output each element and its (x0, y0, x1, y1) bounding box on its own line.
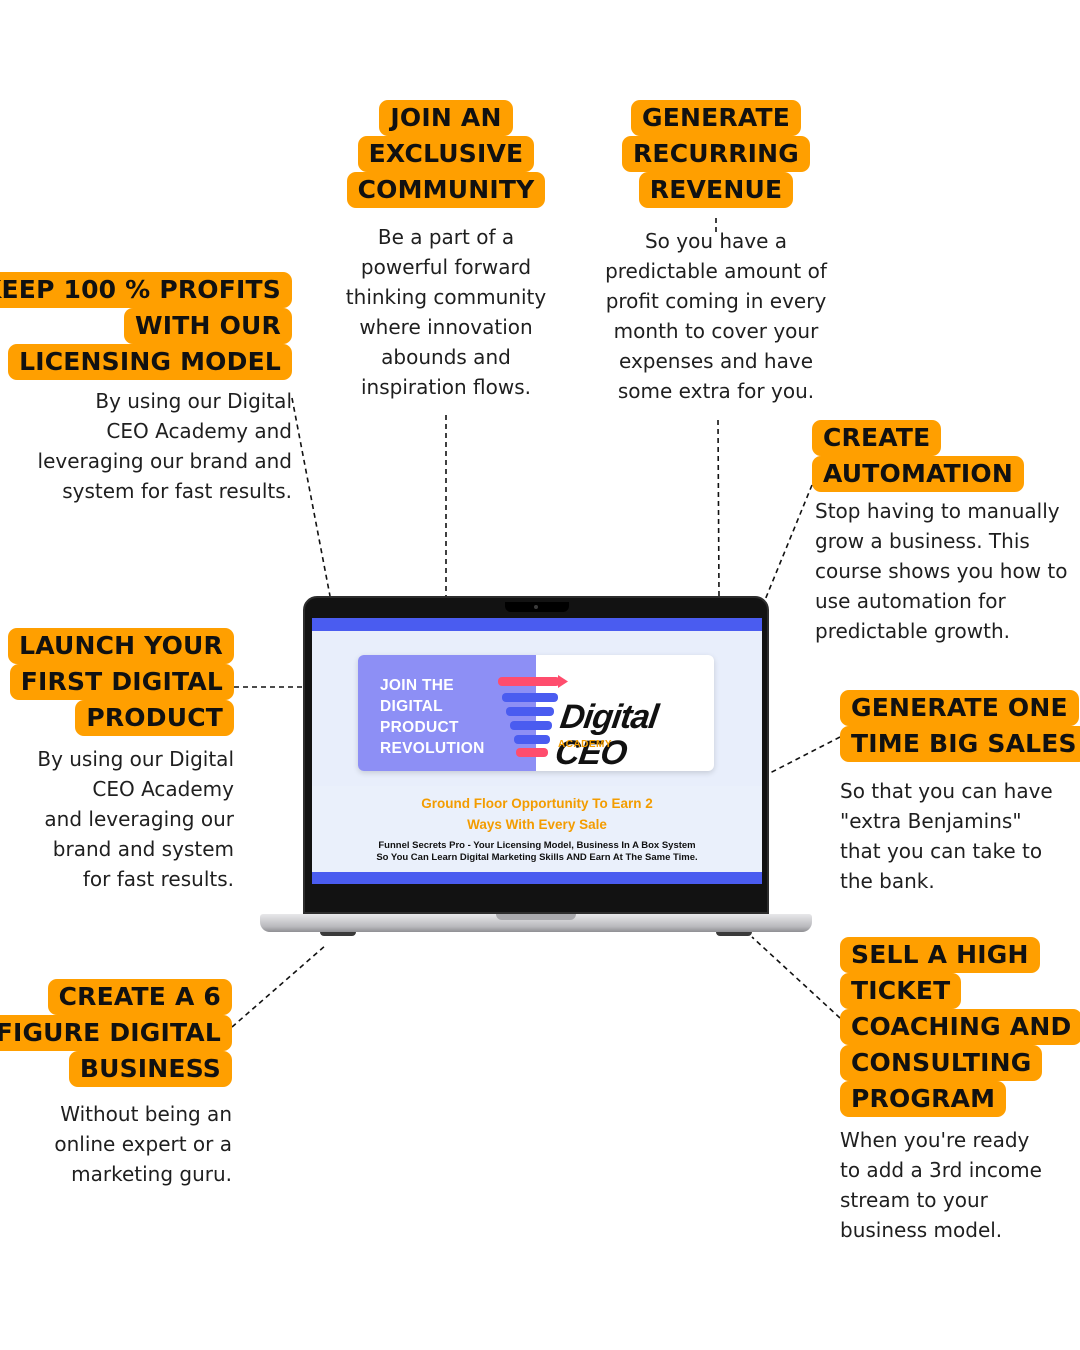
screen-top-bar (312, 618, 762, 631)
camera-notch (505, 602, 569, 612)
laptop-foot-left (320, 932, 356, 936)
brand-logo: Digital CEO (552, 698, 661, 771)
funnel-icon (498, 675, 568, 757)
connector-profits (291, 397, 331, 597)
connector-automation (764, 484, 813, 601)
callout-title: CREATE A 6 FIGURE DIGITAL BUSINESS (0, 979, 232, 1087)
callout-title: SELL A HIGH TICKET COACHING AND CONSULTI… (840, 937, 1080, 1117)
laptop-screen: JOIN THE DIGITAL PRODUCT REVOLUTION Digi… (312, 618, 762, 884)
callout-join-community: JOIN AN EXCLUSIVE COMMUNITY Be a part of… (330, 100, 562, 402)
connector-coaching (751, 936, 841, 1019)
callout-title: CREATE AUTOMATION (812, 420, 1074, 492)
callout-description: When you're ready to add a 3rd income st… (840, 1128, 1042, 1242)
callout-recurring-revenue: GENERATE RECURRING REVENUE So you have a… (596, 100, 836, 406)
screen-bottom-bar (312, 872, 762, 884)
laptop-foot-right (716, 932, 752, 936)
callout-create-automation: CREATE AUTOMATION Stop having to manuall… (812, 420, 1074, 646)
screen-subtext: Funnel Secrets Pro - Your Licensing Mode… (376, 840, 698, 863)
callout-description: Without being an online expert or a mark… (54, 1102, 232, 1186)
callout-description: By using our Digital CEO Academy and lev… (37, 389, 292, 503)
callout-title: JOIN AN EXCLUSIVE COMMUNITY (330, 100, 562, 208)
connector-onetime (769, 736, 841, 774)
laptop-mockup: JOIN THE DIGITAL PRODUCT REVOLUTION Digi… (260, 596, 812, 936)
callout-six-figure-business: CREATE A 6 FIGURE DIGITAL BUSINESS Witho… (0, 979, 232, 1189)
laptop-base-notch (496, 914, 576, 920)
callout-description: So that you can have "extra Benjamins" t… (840, 779, 1053, 893)
connector-sixfigure (231, 944, 327, 1028)
callout-launch-product: LAUNCH YOUR FIRST DIGITAL PRODUCT By usi… (8, 628, 234, 894)
laptop-lid: JOIN THE DIGITAL PRODUCT REVOLUTION Digi… (303, 596, 769, 914)
callout-title: GENERATE RECURRING REVENUE (596, 100, 836, 208)
camera-icon (534, 605, 538, 609)
callout-high-ticket-coaching: SELL A HIGH TICKET COACHING AND CONSULTI… (840, 937, 1080, 1245)
hero-banner: JOIN THE DIGITAL PRODUCT REVOLUTION Digi… (358, 655, 714, 771)
callout-one-time-sales: GENERATE ONE TIME BIG SALES So that you … (840, 690, 1080, 896)
screen-headline: Ground Floor Opportunity To Earn 2 Ways … (421, 796, 653, 832)
callout-description: So you have a predictable amount of prof… (605, 229, 827, 403)
banner-title: JOIN THE DIGITAL PRODUCT REVOLUTION (380, 677, 485, 757)
connector-recurring-lower (717, 419, 720, 597)
brand-logo-subtitle: ACADEMY (558, 739, 613, 750)
callout-title: LAUNCH YOUR FIRST DIGITAL PRODUCT (8, 628, 234, 736)
callout-description: Be a part of a powerful forward thinking… (345, 225, 547, 399)
callout-title: GENERATE ONE TIME BIG SALES (840, 690, 1080, 762)
screen-content-area (312, 786, 762, 872)
callout-title: KEEP 100 % PROFITS WITH OUR LICENSING MO… (0, 272, 292, 380)
callout-keep-profits: KEEP 100 % PROFITS WITH OUR LICENSING MO… (0, 272, 292, 506)
laptop-base (260, 914, 812, 932)
callout-description: Stop having to manually grow a business.… (815, 499, 1068, 643)
callout-description: By using our Digital CEO Academy and lev… (37, 747, 234, 891)
